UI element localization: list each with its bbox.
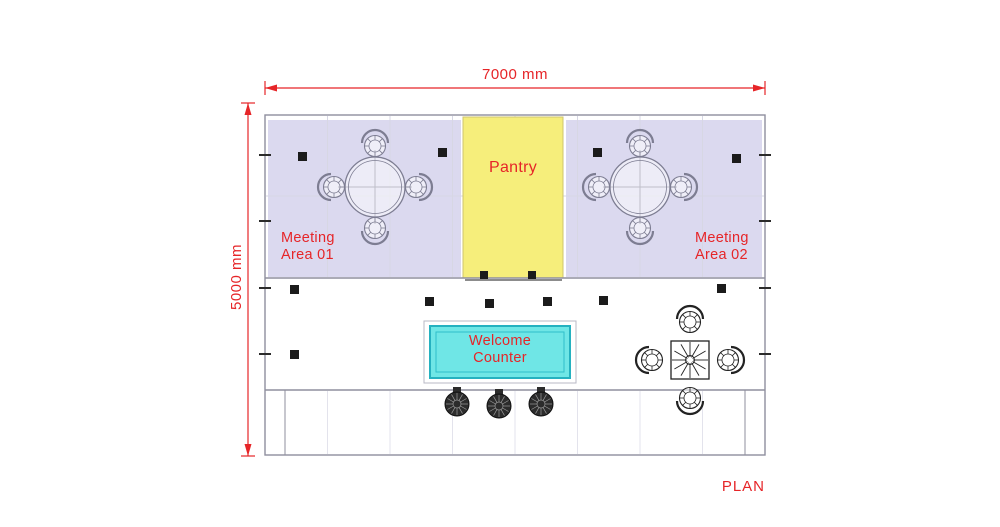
chair bbox=[716, 345, 746, 375]
chair bbox=[634, 345, 664, 375]
meeting-area-01-label-line2: Area 01 bbox=[281, 247, 334, 264]
walls bbox=[264, 114, 766, 456]
meeting-area-02-label: Meeting Area 02 bbox=[695, 230, 749, 265]
meeting-area-01-label-line1: Meeting bbox=[281, 230, 335, 246]
welcome-counter bbox=[423, 320, 577, 384]
dining-table-set bbox=[634, 304, 746, 416]
wall-tick-marks bbox=[259, 154, 771, 355]
welcome-counter-label: Welcome Counter bbox=[430, 333, 570, 368]
height-dimension-label: 5000 mm bbox=[228, 243, 245, 311]
welcome-counter-label-line2: Counter bbox=[473, 350, 527, 367]
dimension-line-width bbox=[264, 81, 766, 95]
stool bbox=[528, 386, 554, 417]
meeting-area-01-label: Meeting Area 01 bbox=[281, 230, 335, 265]
square-table bbox=[670, 340, 710, 380]
meeting-area-02-label-line1: Meeting bbox=[695, 230, 749, 246]
pantry-zone bbox=[462, 116, 564, 279]
meeting-area-02-label-line2: Area 02 bbox=[695, 247, 748, 264]
width-dimension-label: 7000 mm bbox=[481, 66, 549, 83]
stool bbox=[444, 386, 470, 417]
dimension-line-height bbox=[241, 102, 255, 457]
chair bbox=[675, 304, 705, 334]
plan-title: PLAN bbox=[721, 478, 765, 495]
counter-stools bbox=[444, 386, 554, 419]
spotlight-markers bbox=[290, 148, 741, 359]
floor-grid-bottom bbox=[327, 391, 703, 454]
pantry-label: Pantry bbox=[488, 159, 538, 176]
welcome-counter-label-line1: Welcome bbox=[468, 333, 532, 349]
stool bbox=[486, 388, 512, 419]
chair bbox=[675, 386, 705, 416]
